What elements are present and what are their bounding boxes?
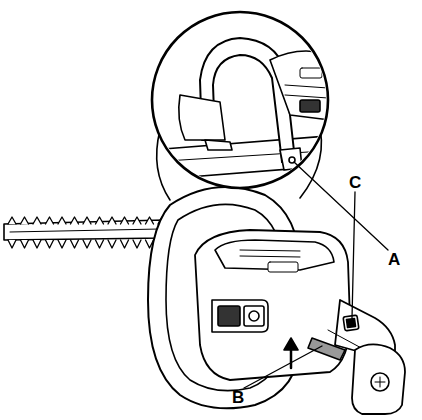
blade-tooth xyxy=(121,217,129,248)
blade-tooth xyxy=(46,217,54,248)
callout-letter: C xyxy=(349,174,361,191)
blade-tooth xyxy=(83,217,91,248)
blade-tooth xyxy=(58,217,66,248)
callout-letter: A xyxy=(388,251,400,268)
blade-tooth xyxy=(108,217,116,248)
blade-tooth xyxy=(96,217,104,248)
blade-tooth xyxy=(33,217,41,248)
blade-tooth xyxy=(21,217,29,248)
blade-tooth xyxy=(71,217,79,248)
blade-tooth xyxy=(133,217,141,248)
callout-letter: B xyxy=(232,389,244,406)
blade-tooth xyxy=(8,217,16,248)
